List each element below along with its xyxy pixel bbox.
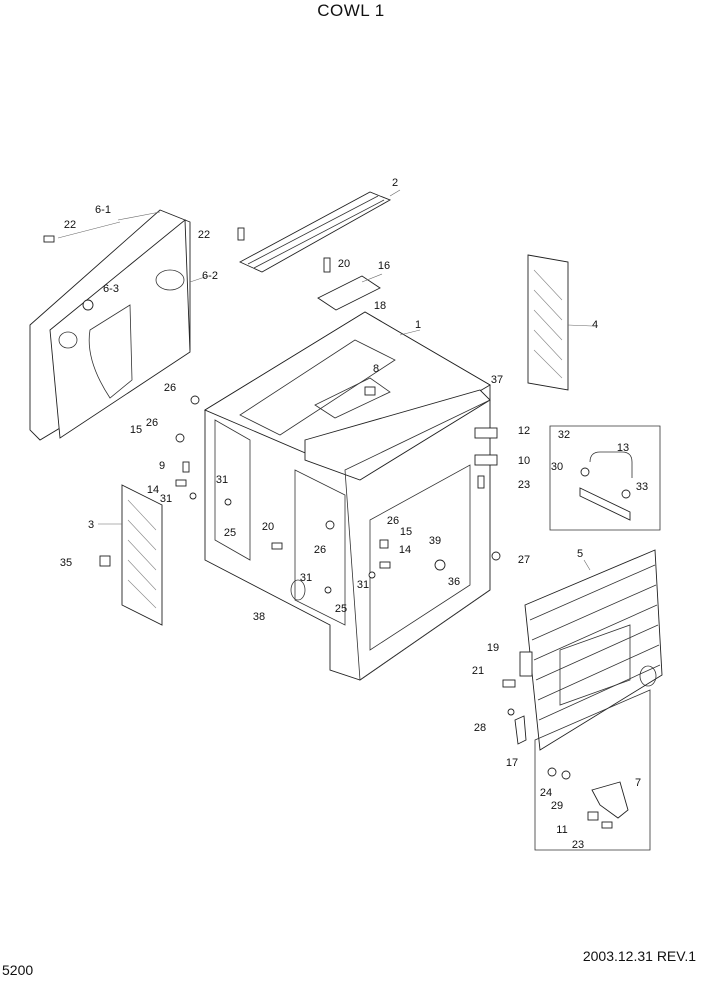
callout-c-9: 9 [159,460,165,472]
callout-c-23b: 23 [572,839,584,851]
callout-c-20b: 20 [262,521,274,533]
callout-c-22a: 22 [64,219,76,231]
callout-c-10: 10 [518,455,530,467]
callout-c-17: 17 [506,757,518,769]
inset-bracket-detail [534,689,651,851]
page-title: COWL 1 [317,1,385,20]
callout-c-2: 2 [392,177,398,189]
callout-c-16: 16 [378,260,390,272]
hinge-19 [502,651,533,745]
callout-c-31b: 31 [160,493,172,505]
inset-latch-detail [549,425,661,531]
callout-c-26c: 26 [387,515,399,527]
callout-c-35: 35 [60,557,72,569]
callout-c-31c: 31 [300,572,312,584]
callout-c-4: 4 [592,319,598,331]
callout-c-14b: 14 [399,544,411,556]
callout-c-5: 5 [577,548,583,560]
callout-c-11: 11 [556,824,567,836]
callout-c-12: 12 [518,425,530,437]
callout-c-26b: 26 [146,417,158,429]
callout-c-25a: 25 [224,527,236,539]
callout-c-26a: 26 [164,382,176,394]
callout-c-25b: 25 [335,603,347,615]
page-number: 5200 [2,962,34,978]
cover-plate-16 [317,257,383,311]
callout-c-29: 29 [551,800,563,812]
callout-c-27: 27 [518,554,530,566]
callout-c-14a: 14 [147,484,159,496]
callout-c-21: 21 [472,665,484,677]
side-panel-6 [29,209,209,441]
callout-c-33: 33 [636,481,648,493]
revision-date: 2003.12.31 REV.1 [582,948,696,964]
door-grille-5 [524,549,663,751]
callout-c-36: 36 [448,576,460,588]
callout-c-13: 13 [617,442,629,454]
callout-c-15a: 15 [130,424,142,436]
callout-c-22b: 22 [198,229,210,241]
callout-c-37: 37 [491,374,503,386]
callout-c-15b: 15 [400,526,412,538]
callout-c-6-3: 6-3 [103,283,119,295]
callout-c-23a: 23 [518,479,530,491]
callout-c-31d: 31 [357,579,369,591]
callout-c-38: 38 [253,611,265,623]
callout-c-6-1: 6-1 [95,204,111,216]
callout-c-19: 19 [487,642,499,654]
callout-c-31a: 31 [216,474,228,486]
callout-c-32: 32 [558,429,570,441]
callout-c-1: 1 [415,319,421,331]
callout-c-7: 7 [635,777,641,789]
callout-c-3: 3 [88,519,94,531]
hardware [43,227,501,594]
callout-c-39: 39 [429,535,441,547]
callout-c-28: 28 [474,722,486,734]
callout-c-20a: 20 [338,258,350,270]
callout-c-8: 8 [373,363,379,375]
callout-c-30: 30 [551,461,563,473]
grille-panel-4 [527,254,593,391]
cowl-frame-1 [204,311,491,681]
callout-c-26d: 26 [314,544,326,556]
callout-c-18: 18 [374,300,386,312]
callout-c-6-2: 6-2 [202,270,218,282]
top-bracket-2 [238,189,401,273]
grille-panel-3 [98,484,163,626]
callout-c-24: 24 [540,787,552,799]
